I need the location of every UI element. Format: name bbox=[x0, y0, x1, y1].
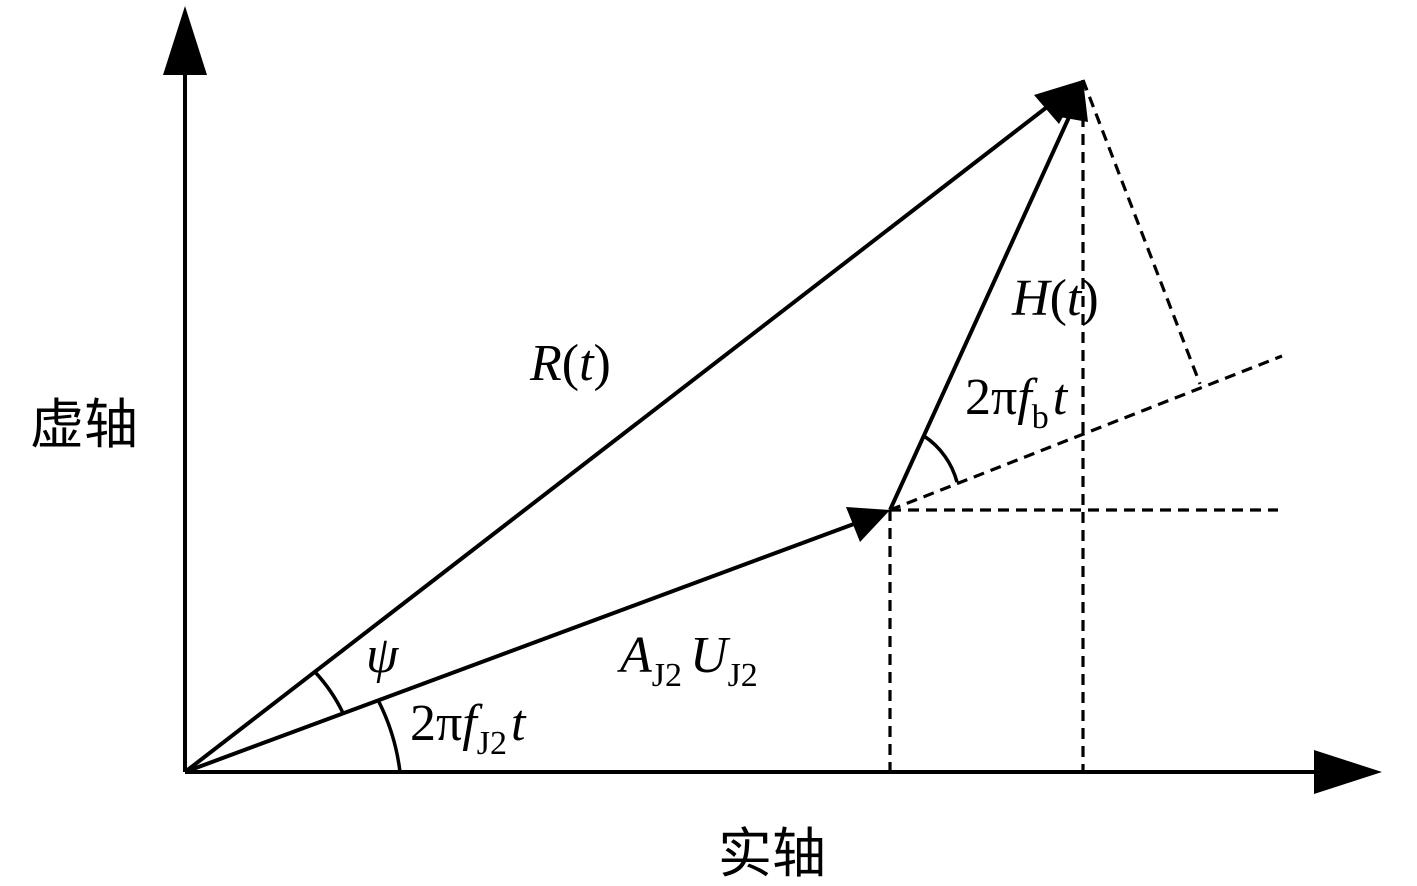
jammer-extension-line bbox=[889, 354, 1283, 512]
interference-label: H(t) bbox=[1011, 270, 1099, 327]
psi-angle-arc bbox=[313, 670, 345, 714]
jammer-phase-label: 2πfJ2t bbox=[410, 695, 527, 762]
resultant-label: R(t) bbox=[529, 335, 611, 392]
imaginary-axis-label: 虚轴 bbox=[30, 393, 138, 456]
real-axis-label: 实轴 bbox=[718, 822, 826, 885]
beat-phase-angle-arc bbox=[923, 434, 959, 483]
jammer-vector bbox=[184, 516, 871, 774]
interference-vector bbox=[888, 103, 1077, 511]
imaginary-axis-arrowhead bbox=[163, 6, 207, 75]
psi-label: ψ bbox=[366, 627, 400, 684]
jammer-phase-angle-arc bbox=[376, 699, 402, 773]
beat-phase-label: 2πfbt bbox=[965, 369, 1069, 436]
jammer-vector-arrowhead bbox=[846, 507, 890, 542]
real-axis-arrowhead bbox=[1314, 750, 1382, 794]
resultant-vector-arrowhead bbox=[1034, 80, 1083, 124]
perpendicular-drop bbox=[1081, 79, 1202, 385]
interference-vector-arrowhead bbox=[1054, 80, 1088, 122]
resultant-vector bbox=[183, 95, 1062, 774]
